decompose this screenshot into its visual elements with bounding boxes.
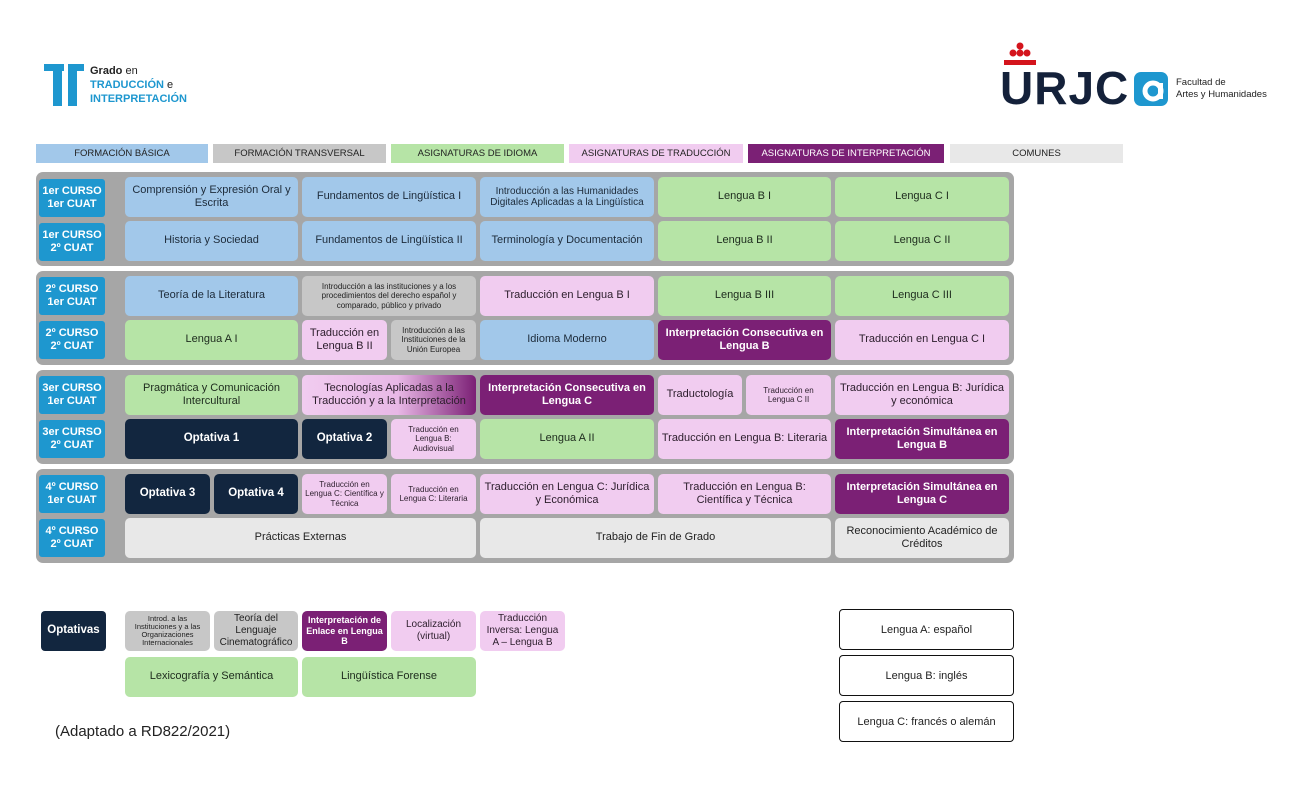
faculty-logo: Facultad de Artes y Humanidades [1134, 72, 1304, 106]
subject-cell: Lengua B I [658, 177, 831, 217]
subject-cell: Traducción en Lengua B: Jurídica y econó… [835, 375, 1009, 415]
elective-cell: Introd. a las Instituciones y a las Orga… [125, 611, 210, 651]
logo-line2-suffix: e [163, 79, 174, 91]
elective-cell: Localización (virtual) [391, 611, 476, 651]
logo-title-rest: en [122, 65, 138, 77]
subject-cell: Fundamentos de Lingüística I [302, 177, 476, 217]
subject-cell: Reconocimiento Académico de Créditos [835, 518, 1009, 558]
subject-cell: Optativa 4 [214, 474, 298, 514]
subject-cell: Interpretación Consecutiva en Lengua B [658, 320, 831, 360]
elective-cell: Interpretación de Enlace en Lengua B [302, 611, 387, 651]
footnote: (Adaptado a RD822/2021) [55, 723, 231, 740]
urjc-wordmark: URJC [1000, 62, 1130, 114]
course-label-year: 1er CURSO [42, 228, 102, 241]
subject-cell: Introducción a las instituciones y a los… [302, 276, 476, 316]
urjc-logo: URJC [1000, 42, 1128, 117]
course-label-term: 1er CUAT [47, 494, 97, 506]
legend-asignaturas-traduccion: ASIGNATURAS DE TRADUCCIÓN [569, 144, 743, 163]
subject-cell: Traducción en Lengua B: Literaria [658, 419, 831, 459]
subject-cell: Lengua C I [835, 177, 1009, 217]
subject-cell: Idioma Moderno [480, 320, 654, 360]
course-label-year: 2º CURSO [45, 282, 99, 295]
faculty-line2: Artes y Humanidades [1176, 89, 1267, 100]
course-label-term: 1er CUAT [47, 198, 97, 210]
subject-cell: Traducción en Lengua C: Jurídica y Econó… [480, 474, 654, 514]
subject-cell: Lengua A II [480, 419, 654, 459]
subject-cell: Teoría de la Literatura [125, 276, 298, 316]
course-label-year: 1er CURSO [42, 184, 102, 197]
subject-cell: Lengua A I [125, 320, 298, 360]
subject-cell: Terminología y Documentación [480, 221, 654, 261]
course-label-term: 1er CUAT [47, 395, 97, 407]
subject-cell: Lengua C III [835, 276, 1009, 316]
subject-cell: Introducción a las Instituciones de la U… [391, 320, 476, 360]
crown-icon [1004, 42, 1036, 65]
course-label-term: 2º CUAT [50, 439, 94, 451]
legend-asignaturas-interpretacion: ASIGNATURAS DE INTERPRETACIÓN [748, 144, 944, 163]
elective-cell: Traducción Inversa: Lengua A – Lengua B [480, 611, 565, 651]
language-c-box: Lengua C: francés o alemán [839, 701, 1014, 742]
language-a-box: Lengua A: español [839, 609, 1014, 650]
elective-cell: Lingüística Forense [302, 657, 476, 697]
faculty-line1: Facultad de [1176, 77, 1226, 88]
subject-cell: Lengua C II [835, 221, 1009, 261]
legend-formacion-basica: FORMACIÓN BÁSICA [36, 144, 208, 163]
logo-line3: INTERPRETACIÓN [90, 93, 187, 105]
subject-cell: Optativa 2 [302, 419, 387, 459]
subject-cell: Interpretación Consecutiva en Lengua C [480, 375, 654, 415]
subject-cell: Traductología [658, 375, 742, 415]
logo-line2: TRADUCCIÓN [90, 79, 164, 91]
language-b-box: Lengua B: inglés [839, 655, 1014, 696]
subject-cell: Historia y Sociedad [125, 221, 298, 261]
logo-title-bold: Grado [90, 65, 123, 77]
subject-cell: Trabajo de Fin de Grado [480, 518, 831, 558]
subject-cell: Prácticas Externas [125, 518, 476, 558]
subject-cell: Comprensión y Expresión Oral y Escrita [125, 177, 298, 217]
course-label-term: 2º CUAT [50, 340, 94, 352]
subject-cell: Optativa 1 [125, 419, 298, 459]
course-label-term: 1er CUAT [47, 296, 97, 308]
subject-cell: Interpretación Simultánea en Lengua C [835, 474, 1009, 514]
legend-comunes: COMUNES [950, 144, 1123, 163]
subject-cell: Traducción en Lengua C I [835, 320, 1009, 360]
course-label-year: 4º CURSO [45, 524, 99, 537]
degree-logo: Grado en TRADUCCIÓN e INTERPRETACIÓN [44, 62, 214, 112]
subject-cell: Traducción en Lengua B: Científica y Téc… [658, 474, 831, 514]
subject-cell: Optativa 3 [125, 474, 210, 514]
degree-logo-icon [44, 64, 84, 106]
subject-cell: Traducción en Lengua C: Literaria [391, 474, 476, 514]
subject-cell: Traducción en Lengua B II [302, 320, 387, 360]
subject-cell: Traducción en Lengua C II [746, 375, 831, 415]
subject-cell: Tecnologías Aplicadas a la Traducción y … [302, 375, 476, 415]
subject-cell: Traducción en Lengua C: Científica y Téc… [302, 474, 387, 514]
course-label-year: 4º CURSO [45, 480, 99, 493]
course-label-year: 3er CURSO [42, 425, 102, 438]
legend-asignaturas-idioma: ASIGNATURAS DE IDIOMA [391, 144, 564, 163]
course-label-year: 2º CURSO [45, 326, 99, 339]
subject-cell: Lengua B III [658, 276, 831, 316]
faculty-a-icon [1134, 72, 1168, 106]
subject-cell: Introducción a las Humanidades Digitales… [480, 177, 654, 217]
subject-cell: Interpretación Simultánea en Lengua B [835, 419, 1009, 459]
course-label-term: 2º CUAT [50, 242, 94, 254]
course-label-year: 3er CURSO [42, 381, 102, 394]
course-label-term: 2º CUAT [50, 538, 94, 550]
optativas-label: Optativas [41, 611, 106, 651]
subject-cell: Lengua B II [658, 221, 831, 261]
elective-cell: Lexicografía y Semántica [125, 657, 298, 697]
subject-cell: Traducción en Lengua B I [480, 276, 654, 316]
subject-cell: Fundamentos de Lingüística II [302, 221, 476, 261]
subject-cell: Pragmática y Comunicación Intercultural [125, 375, 298, 415]
legend-formacion-transversal: FORMACIÓN TRANSVERSAL [213, 144, 386, 163]
subject-cell: Traducción en Lengua B: Audiovisual [391, 419, 476, 459]
elective-cell: Teoría del Lenguaje Cinematográfico [214, 611, 298, 651]
